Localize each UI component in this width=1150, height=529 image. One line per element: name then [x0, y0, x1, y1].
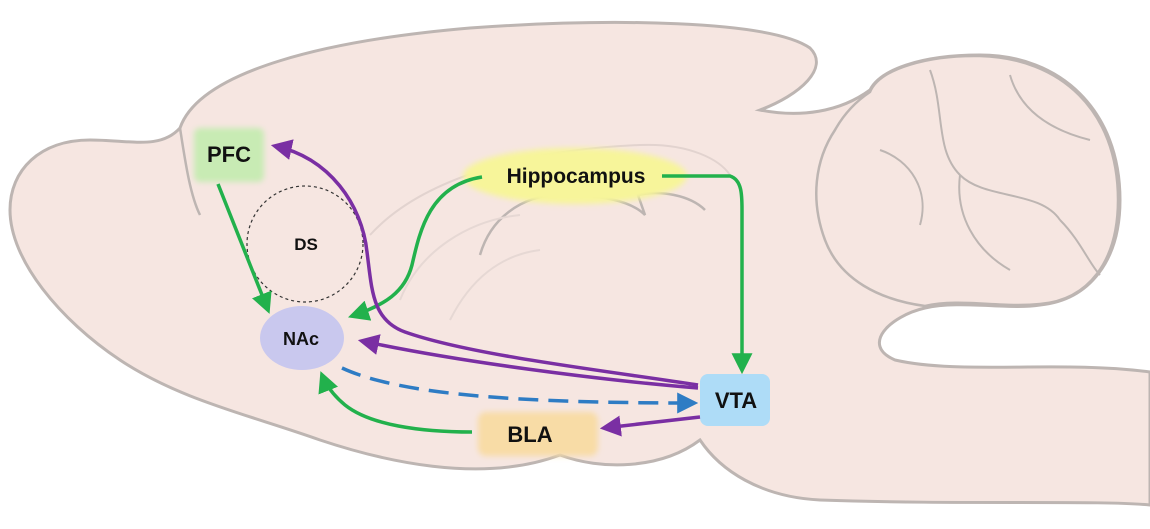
pfc-label: PFC — [207, 142, 251, 167]
hippocampus-label: Hippocampus — [507, 165, 646, 188]
bla-label: BLA — [507, 422, 552, 447]
vta-label: VTA — [715, 388, 757, 413]
nac-label: NAc — [283, 329, 319, 349]
ds-label: DS — [294, 235, 318, 254]
